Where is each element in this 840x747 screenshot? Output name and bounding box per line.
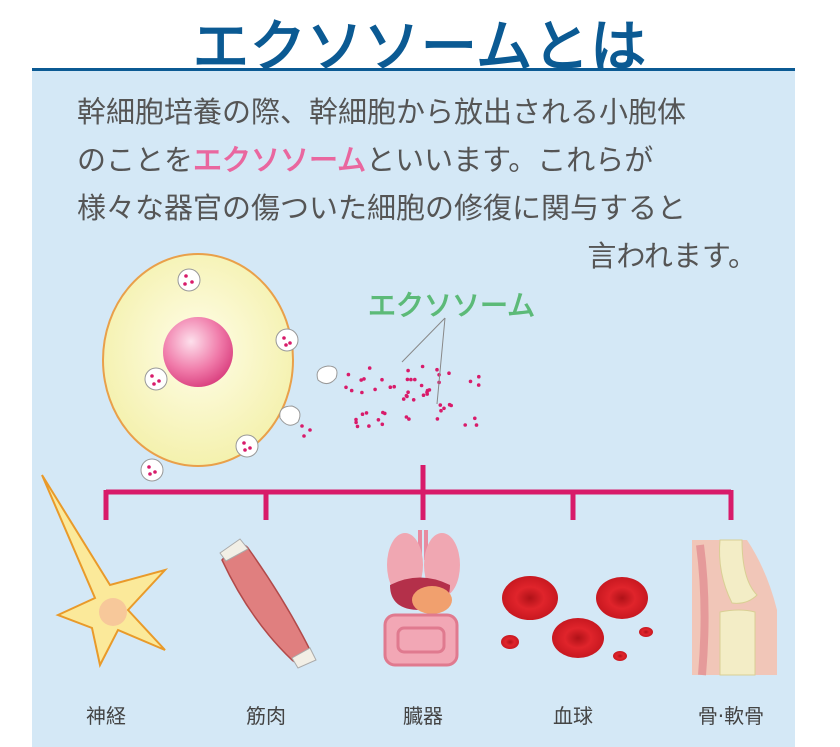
- stem-cell: [102, 253, 338, 482]
- exosome-particle: [349, 388, 354, 393]
- exosome-particle: [364, 411, 369, 415]
- exosome-particle: [360, 390, 364, 395]
- description-text: 幹細胞培養の際、幹細胞から放出される小胞体 のことをエクソソームといいます。これ…: [77, 88, 757, 280]
- exosome-particle: [473, 416, 477, 421]
- branch-bracket: [103, 465, 734, 520]
- exosome-particle: [406, 390, 410, 395]
- nucleus: [163, 317, 233, 387]
- exosome-particle: [354, 420, 358, 425]
- exosome-particles: [344, 364, 481, 429]
- exosome-particle: [346, 372, 351, 377]
- exosome-particle: [406, 368, 410, 373]
- exosome-particle: [474, 423, 479, 427]
- target-label-muscle: 筋肉: [246, 704, 286, 728]
- exosome-particle: [388, 385, 393, 390]
- blood-cells-illustration: [501, 576, 653, 661]
- description-line: といいます。これらが: [366, 143, 654, 177]
- neuron-illustration: [41, 474, 169, 668]
- exosome-particle: [355, 424, 360, 429]
- exosome-particle: [381, 410, 385, 415]
- muscle-illustration: [219, 538, 317, 669]
- exosome-particle: [447, 402, 452, 407]
- exosome-particle: [425, 392, 430, 396]
- organs-illustration: [383, 530, 460, 667]
- exosome-particle: [420, 364, 425, 369]
- exosome-particle: [413, 377, 417, 382]
- exosome-particle: [463, 423, 468, 427]
- title-divider: [32, 68, 795, 71]
- exosome-particle: [447, 371, 451, 376]
- exosome-particle: [360, 412, 365, 417]
- description-line: 言われます。: [587, 239, 757, 273]
- exosome-particle: [409, 377, 413, 382]
- exosome-particle: [419, 383, 424, 388]
- exosome-particle: [380, 422, 385, 427]
- description-line: 様々な器官の傷ついた細胞の修復に関与すると: [77, 191, 687, 225]
- exosome-particle: [468, 379, 473, 384]
- exosome-particle: [380, 377, 384, 382]
- target-label-nerve: 神経: [86, 704, 126, 728]
- bone-cartilage-illustration: [692, 539, 777, 676]
- exosome-particle: [427, 388, 432, 392]
- target-label-organs: 臓器: [403, 704, 443, 728]
- exosome-particle: [438, 403, 443, 407]
- exosome-particle: [407, 417, 411, 421]
- exosome-particle: [367, 424, 371, 428]
- exosome-particle: [401, 397, 406, 401]
- exosome-particle: [476, 383, 481, 387]
- vesicles: [140, 268, 338, 482]
- exosome-particle: [362, 377, 366, 381]
- exosome-particle: [439, 408, 443, 413]
- exosome-particle: [405, 377, 410, 382]
- exosome-particle: [442, 406, 446, 411]
- exosome-particle: [411, 398, 416, 402]
- exosome-particle: [344, 385, 348, 390]
- exosome-particle: [435, 417, 440, 421]
- exosome-label: エクソソーム: [368, 289, 536, 322]
- exosome-particle: [404, 393, 409, 398]
- exosome-particle: [354, 417, 358, 422]
- exosome-highlight: エクソソーム: [193, 143, 367, 177]
- exosome-particle: [373, 387, 377, 392]
- description-line: 幹細胞培養の際、幹細胞から放出される小胞体: [77, 95, 687, 129]
- description-line: のことを: [77, 143, 194, 177]
- exosome-particle: [376, 418, 381, 422]
- target-label-bone: 骨·軟骨: [697, 704, 765, 728]
- exosome-particle: [435, 367, 439, 372]
- exosome-particle: [359, 378, 364, 382]
- exosome-particle: [392, 384, 397, 389]
- exosome-particle: [421, 393, 426, 398]
- target-label-blood: 血球: [553, 704, 593, 728]
- exosome-particle: [477, 374, 481, 379]
- exosome-particle: [404, 415, 409, 419]
- exosome-particle: [367, 366, 372, 370]
